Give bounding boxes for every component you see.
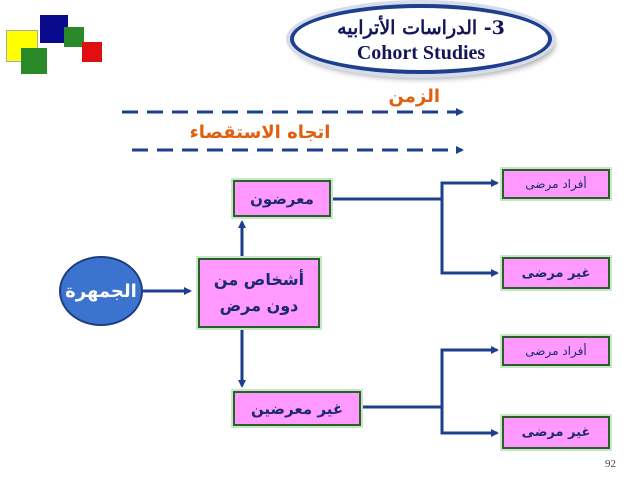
exposed-diseased-box: أفراد مرضى (502, 169, 610, 199)
title-arabic: 3- الدراسات الأترابيه (337, 17, 505, 39)
exposed-label: معرضون (250, 189, 314, 208)
persons-without-disease-box: أشخاص من دون مرض (198, 258, 320, 328)
arrow-exposed-to-diseased (331, 179, 499, 201)
unexposed-not-diseased-label: غير مرضى (521, 425, 591, 440)
exposed-diseased-label: أفراد مرضى (525, 177, 587, 191)
page-number: 92 (605, 458, 616, 470)
population-circle: الجمهرة (59, 256, 143, 326)
persons-line-2: دون مرض (219, 296, 299, 315)
unexposed-diseased-box: أفراد مرضى (502, 336, 610, 366)
arrow-unexposed-to-diseased (440, 346, 499, 407)
persons-line-1: أشخاص من (213, 270, 305, 289)
deco-square-navy (40, 15, 68, 43)
unexposed-diseased-label: أفراد مرضى (525, 344, 587, 358)
arrow-unexposed-to-not-diseased (361, 405, 499, 437)
arrow-exposed-to-not-diseased (440, 199, 499, 277)
unexposed-not-diseased-box: غير مرضى (502, 416, 610, 449)
exposed-not-diseased-label: غير مرضى (521, 265, 591, 281)
exposed-not-diseased-box: غير مرضى (502, 257, 610, 289)
deco-square-green (21, 48, 47, 74)
investigation-direction-label: اتجاه الاستقصاء (189, 122, 331, 143)
title-english: Cohort Studies (356, 42, 486, 64)
exposed-box: معرضون (233, 180, 331, 217)
unexposed-box: غير معرضين (233, 391, 361, 426)
deco-square-red (82, 42, 102, 62)
deco-square-green-small (64, 27, 84, 47)
unexposed-label: غير معرضين (250, 399, 344, 418)
title-oval: 3- الدراسات الأترابيه Cohort Studies (290, 4, 552, 74)
time-label: الزمن (388, 86, 440, 107)
population-label: الجمهرة (65, 280, 137, 302)
